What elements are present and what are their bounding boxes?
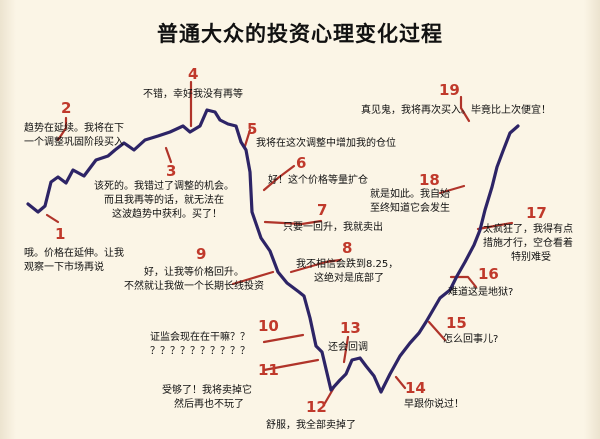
connector-14 [394,375,407,390]
stage-label-3: 该死的。我错过了调整的机会。 而且我再等的话，就无法在 这波趋势中获利。买了！ [94,181,234,220]
stage-label-5: 我将在这次调整中增加我的仓位 [256,138,396,149]
stage-number-15: 15 [446,314,467,332]
connector-18 [438,184,466,195]
stage-number-19: 19 [439,81,460,99]
stage-number-17: 17 [526,204,547,222]
connector-1 [45,213,60,224]
stage-number-4: 4 [188,65,199,83]
stage-label-9: 好，让我等价格回升。 不然就让我做一个长期长线投资 [124,267,264,292]
stage-number-16: 16 [478,265,499,283]
connector-10 [262,333,305,344]
connector-2 [56,116,68,142]
stage-label-16: 难道这是地狱? [448,287,514,298]
connector-5 [243,128,252,148]
connector-8 [289,258,342,274]
connector-15 [427,320,447,342]
stage-number-1: 1 [55,225,66,243]
stage-label-1: 哦。价格在延伸。让我 观察一下市场再说 [24,248,124,273]
stage-number-12: 12 [306,398,327,416]
connector-6 [262,164,296,192]
stage-number-7: 7 [317,201,328,219]
connector-11 [262,358,320,372]
stage-label-10: 证监会现在在干嘛？？ ？？？？？？？？？？ [150,332,250,357]
stage-label-7: 只要一回升，我就卖出 [283,222,383,233]
stage-number-2: 2 [61,99,72,117]
connector-7 [263,219,323,226]
stage-label-4: 不错，幸好我没有再等 [143,89,243,100]
stage-label-13: 还会回调 [328,342,368,353]
connector-3 [164,146,173,164]
stage-number-3: 3 [166,162,177,180]
stage-number-8: 8 [342,239,353,257]
stage-number-13: 13 [340,319,361,337]
stage-number-10: 10 [258,317,279,335]
stage-label-19: 真见鬼，我将再次买入。毕竟比上次便宜！ [361,105,551,116]
stage-label-12: 舒服，我全部卖掉了 [266,420,356,431]
stage-label-18: 就是如此。我自始 至终知道它会发生 [370,189,450,214]
stage-number-9: 9 [196,245,207,263]
connector-13 [342,335,350,364]
connector-19 [459,95,471,123]
stage-number-11: 11 [258,361,279,379]
stage-number-6: 6 [296,154,307,172]
stage-label-8: 我不相信会跌到8.25， 这绝对是底部了 [296,259,399,284]
stage-number-18: 18 [419,171,440,189]
stage-number-14: 14 [405,379,426,397]
connector-17 [476,221,514,231]
stage-label-14: 早跟你说过！ [404,399,464,410]
stage-number-5: 5 [247,120,258,138]
stage-label-6: 好！这个价格等量扩仓 [268,175,368,186]
stage-label-11: 受够了！我将卖掉它 然后再也不玩了 [162,385,252,410]
stage-label-2: 趋势在延续。我将在下 一个调整巩固阶段买入 [24,123,124,148]
connector-9 [231,270,275,286]
price-curve [26,108,520,394]
diagram-title: 普通大众的投资心理变化过程 [157,22,443,46]
stage-label-17: 太疯狂了，我得有点 措施才行，空仓看着 特别难受 [483,224,573,263]
stage-label-15: 怎么回事儿? [443,334,499,345]
